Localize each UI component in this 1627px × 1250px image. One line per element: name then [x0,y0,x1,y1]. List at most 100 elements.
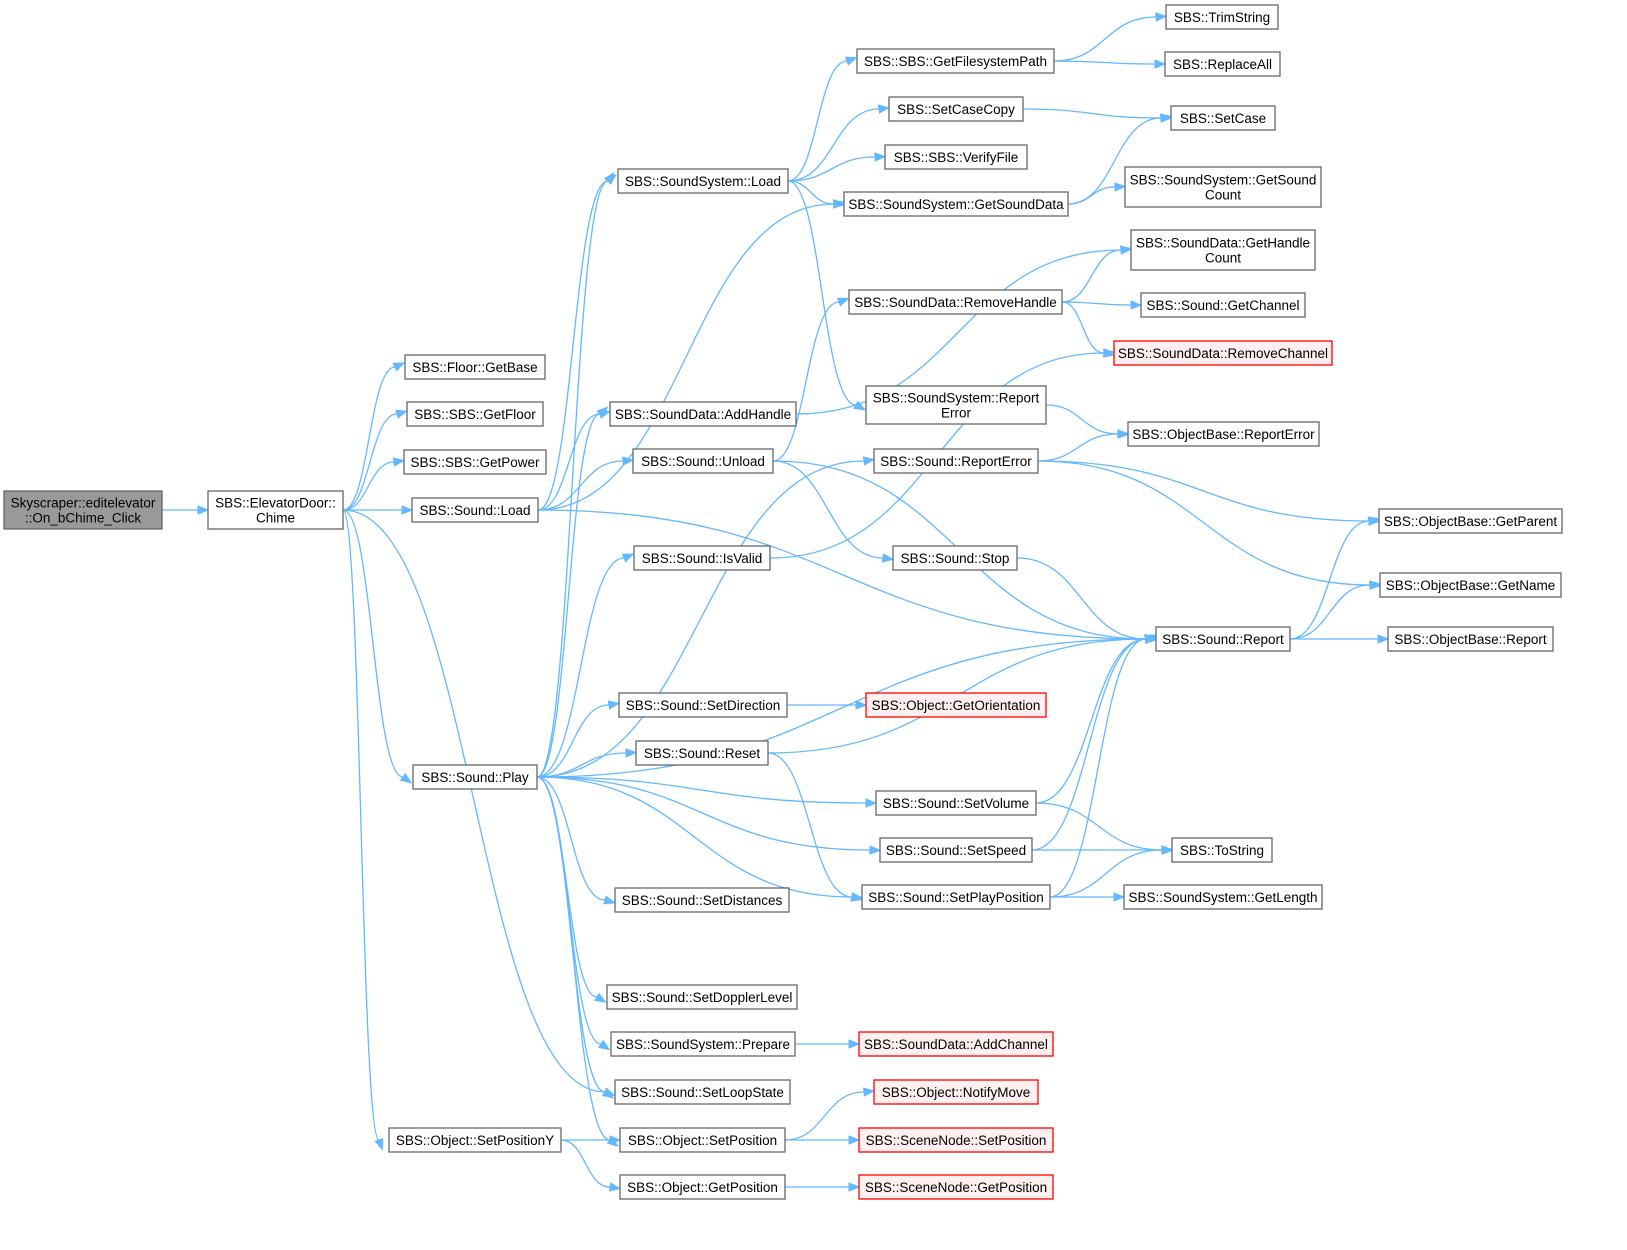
node-box [3,490,163,530]
node-sd-addchannel[interactable]: SBS::SoundData::AddChannel [858,1031,1054,1057]
node-trimstring[interactable]: SBS::TrimString [1165,4,1279,30]
node-box [614,1079,791,1105]
node-sound-reset[interactable]: SBS::Sound::Reset [635,740,769,766]
node-ob-report[interactable]: SBS::ObjectBase::Report [1387,626,1554,652]
node-sd-addhandle[interactable]: SBS::SoundData::AddHandle [609,401,797,427]
node-label: SBS::Sound::GetChannel [1146,298,1299,313]
node-box [858,1174,1054,1200]
arrowhead-sound_play-to-sound_setdoppler [594,992,607,1003]
node-box [843,191,1069,217]
node-label: SBS::SetCase [1180,111,1266,126]
arrowhead-sd_removehandle-to-sd_gethandlecount [1119,245,1133,255]
node-setcasecopy[interactable]: SBS::SetCaseCopy [888,96,1024,122]
node-chime[interactable]: SBS::ElevatorDoor::Chime [207,490,344,530]
node-sn-getposition[interactable]: SBS::SceneNode::GetPosition [858,1174,1054,1200]
node-label: SBS::SoundSystem::Report [873,391,1040,406]
node-setcase[interactable]: SBS::SetCase [1170,105,1276,131]
arrowhead-sound_play-to-sound_reporterror [862,456,876,466]
edge-sound_play-to-sound_setvolume [536,776,867,804]
node-sound-setplaypos[interactable]: SBS::Sound::SetPlayPosition [861,884,1051,910]
arrowhead-sound_setplaypos-to-tostring [1161,845,1174,855]
node-sbs-getpower[interactable]: SBS::SBS::GetPower [403,449,547,475]
node-sound-setloop[interactable]: SBS::Sound::SetLoopState [614,1079,791,1105]
node-sound-getchannel[interactable]: SBS::Sound::GetChannel [1140,292,1306,318]
node-box [614,887,790,913]
edge-ss_load-to-ss_getsounddata [787,180,835,205]
node-box [619,1127,786,1153]
node-sound-isvalid[interactable]: SBS::Sound::IsValid [633,545,771,571]
node-sound-setspeed[interactable]: SBS::Sound::SetSpeed [879,837,1033,863]
node-sbs-getfloor[interactable]: SBS::SBS::GetFloor [406,401,544,427]
node-sound-setdoppler[interactable]: SBS::Sound::SetDopplerLevel [606,984,798,1010]
node-ob-getname[interactable]: SBS::ObjectBase::GetName [1379,572,1562,598]
node-label: SBS::Sound::Stop [901,551,1010,566]
edge-chime-to-floor_getbase [342,366,396,511]
arrowhead-sbs_getfspath-to-replaceall [1154,59,1167,69]
edge-sd_removehandle-to-sd_gethandlecount [1061,249,1122,303]
edge-sound_load-to-ss_getsounddata [537,203,835,511]
arrowhead-sound_play-to-sound_isvalid [621,553,635,563]
node-sound-stop[interactable]: SBS::Sound::Stop [892,545,1018,571]
node-label: SBS::Object::SetPosition [628,1133,777,1148]
node-sbs-getfspath[interactable]: SBS::SBS::GetFilesystemPath [856,48,1055,74]
node-replaceall[interactable]: SBS::ReplaceAll [1164,51,1281,77]
edge-sound_load-to-ss_load [537,180,609,511]
node-label: SBS::SoundSystem::GetLength [1128,890,1317,905]
edge-ss_load-to-sbs_verifyfile [787,156,876,182]
arrowhead-sound_play-to-sound_setdirection [607,700,621,710]
node-obj-notifymove[interactable]: SBS::Object::NotifyMove [873,1079,1039,1105]
node-sound-load[interactable]: SBS::Sound::Load [411,497,539,523]
edge-sound_play-to-sound_setspeed [536,776,871,851]
node-label: SBS::Sound::Unload [641,454,765,469]
node-sound-unload[interactable]: SBS::Sound::Unload [632,448,774,474]
node-obj-getorientation[interactable]: SBS::Object::GetOrientation [865,692,1047,718]
edge-sound_report-to-ob_getparent [1289,520,1370,640]
node-sound-reporterror[interactable]: SBS::Sound::ReportError [873,448,1039,474]
node-sbs-verifyfile[interactable]: SBS::SBS::VerifyFile [884,144,1028,170]
node-box [606,984,798,1010]
node-box [858,1031,1054,1057]
node-label: SBS::Sound::SetDistances [622,893,783,908]
node-sn-setposition[interactable]: SBS::SceneNode::SetPosition [858,1127,1054,1153]
node-box [873,1079,1039,1105]
node-box [884,144,1028,170]
node-sound-play[interactable]: SBS::Sound::Play [412,764,538,790]
arrowhead-obj_setposy-to-obj_setposition [609,1135,622,1145]
node-obj-setposy[interactable]: SBS::Object::SetPositionY [388,1127,562,1153]
node-sd-removehandle[interactable]: SBS::SoundData::RemoveHandle [848,289,1063,315]
node-root[interactable]: Skyscraper::editelevator::On_bChime_Clic… [3,490,163,530]
edge-sound_stop-to-sound_report [1016,557,1147,640]
edge-ss_load-to-sbs_getfspath [787,60,848,182]
node-box [848,289,1063,315]
node-ss-getsounddata[interactable]: SBS::SoundSystem::GetSoundData [843,191,1069,217]
node-label: Skyscraper::editelevator [11,496,156,511]
node-box [1113,340,1333,366]
node-sound-report[interactable]: SBS::Sound::Report [1155,626,1291,652]
node-ss-getlength[interactable]: SBS::SoundSystem::GetLength [1123,884,1323,910]
node-ss-load[interactable]: SBS::SoundSystem::Load [617,168,789,194]
node-box [207,490,344,530]
node-obj-getposition[interactable]: SBS::Object::GetPosition [619,1174,786,1200]
node-ob-reporterror[interactable]: SBS::ObjectBase::ReportError [1127,421,1320,447]
node-ss-prepare[interactable]: SBS::SoundSystem::Prepare [610,1031,796,1057]
node-obj-setposition[interactable]: SBS::Object::SetPosition [619,1127,786,1153]
node-sound-setvolume[interactable]: SBS::Sound::SetVolume [875,790,1037,816]
arrowhead-sound_play-to-ss_prepare [597,1039,611,1051]
node-floor-getbase[interactable]: SBS::Floor::GetBase [404,354,546,380]
node-sound-setdirection[interactable]: SBS::Sound::SetDirection [618,692,788,718]
node-tostring[interactable]: SBS::ToString [1171,837,1273,863]
node-ss-reporterror[interactable]: SBS::SoundSystem::ReportError [865,385,1047,425]
node-box [618,692,788,718]
node-sd-removechannel[interactable]: SBS::SoundData::RemoveChannel [1113,340,1333,366]
node-box [1155,626,1291,652]
node-box [1127,421,1320,447]
node-label: SBS::Object::GetOrientation [872,698,1041,713]
edge-sound_unload-to-sd_removehandle [772,301,840,462]
node-sound-setdistances[interactable]: SBS::Sound::SetDistances [614,887,790,913]
arrowhead-ss_getsounddata-to-setcase [1159,113,1173,123]
node-ob-getparent[interactable]: SBS::ObjectBase::GetParent [1378,508,1563,534]
node-label: ::On_bChime_Click [25,511,142,526]
